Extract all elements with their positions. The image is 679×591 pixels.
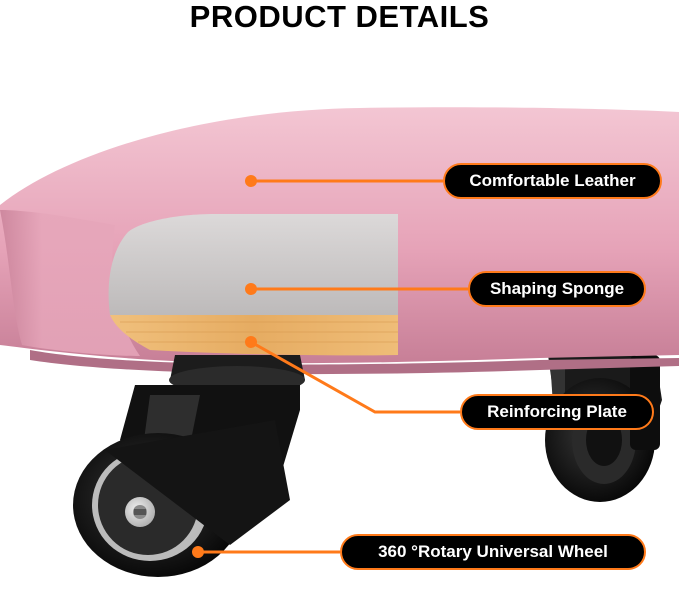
- front-caster: [73, 355, 305, 577]
- label-comfortable-leather: Comfortable Leather: [443, 163, 662, 199]
- page-title: PRODUCT DETAILS: [189, 0, 490, 34]
- label-shaping-sponge: Shaping Sponge: [468, 271, 646, 307]
- label-reinforcing-plate: Reinforcing Plate: [460, 394, 654, 430]
- leader-lines: [198, 179, 468, 554]
- label-rotary-universal-wheel: 360 °Rotary Universal Wheel: [340, 534, 646, 570]
- wood-plate-layer: [110, 315, 398, 356]
- leader-dots: [192, 175, 257, 558]
- sponge-layer: [108, 214, 398, 315]
